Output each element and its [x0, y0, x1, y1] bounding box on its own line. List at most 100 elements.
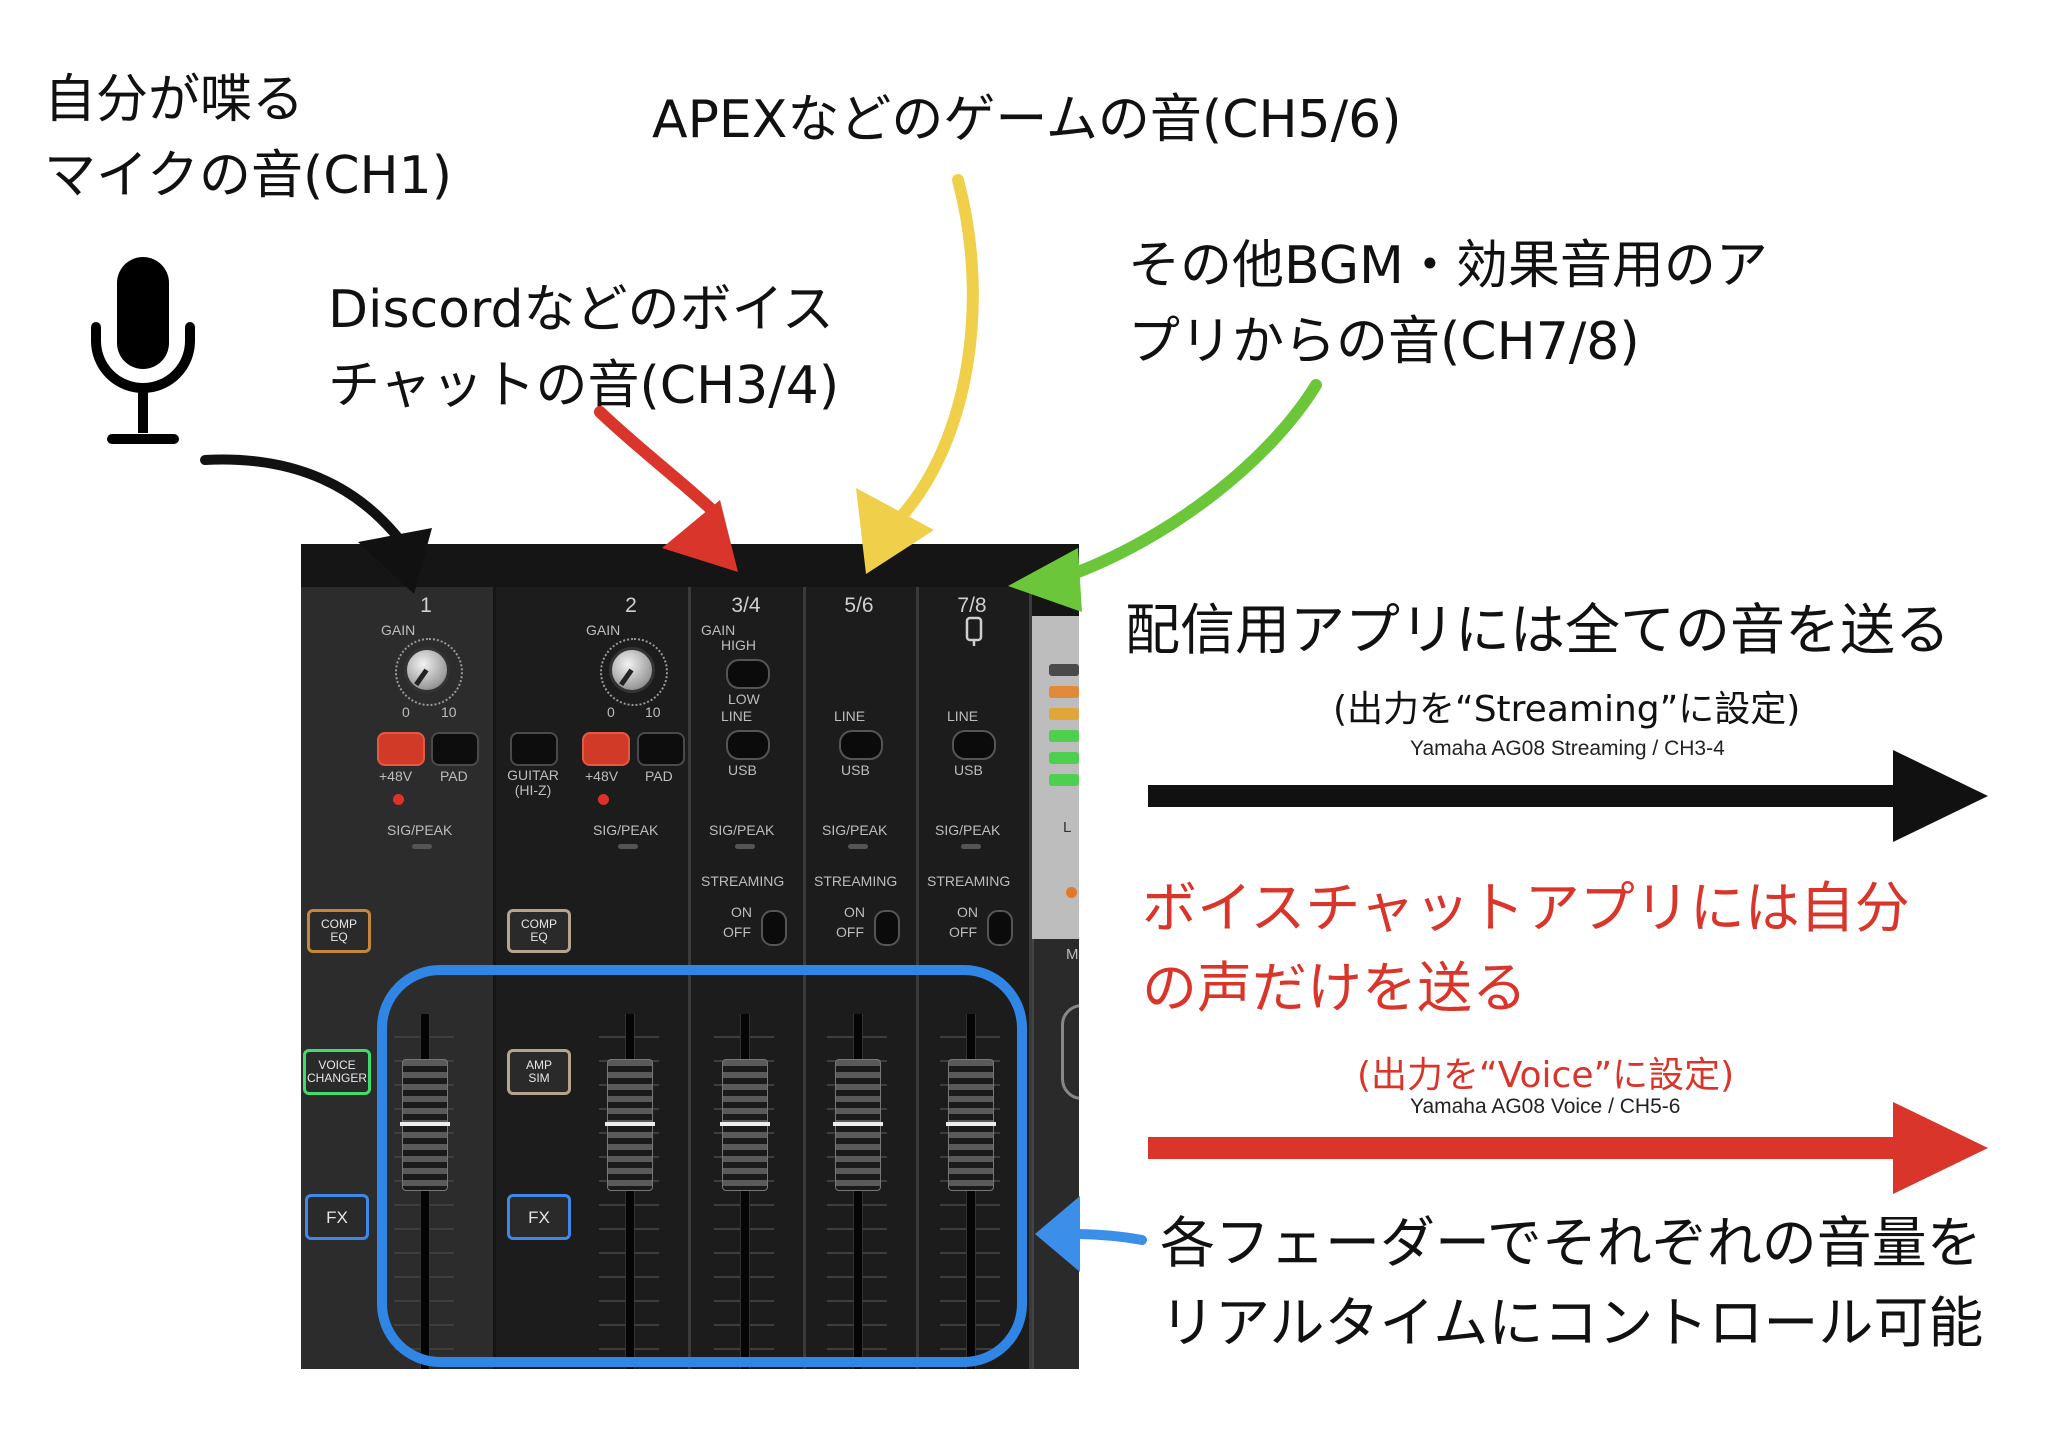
comp-eq-line1: COMP	[521, 917, 557, 931]
arrow-voice-output-head	[1893, 1102, 1988, 1194]
phantom-label-ch2: +48V	[585, 768, 619, 784]
comp-eq-line1: COMP	[321, 917, 357, 931]
faders-annotation-line2: リアルタイムにコントロール可能	[1160, 1291, 1984, 1355]
gain-min-ch2: 0	[607, 704, 615, 720]
source-switch-ch56[interactable]	[839, 730, 883, 760]
fader-track-ch56	[853, 1014, 863, 1369]
fader-ch34[interactable]	[720, 1059, 770, 1191]
sig-peak-led-ch1	[412, 844, 432, 849]
meter-led	[1049, 752, 1079, 764]
meter-led	[1049, 708, 1079, 720]
fader-highlight	[377, 965, 1027, 1367]
microphone-icon	[91, 257, 195, 444]
gain-switch-ch34[interactable]	[726, 659, 770, 689]
pad-button-ch2[interactable]	[637, 732, 685, 766]
guitar-button-ch2[interactable]	[510, 732, 558, 766]
line-label-ch78: LINE	[947, 708, 979, 724]
phantom-button-ch1[interactable]	[377, 732, 425, 766]
gain-high-label: HIGH	[721, 637, 756, 653]
arrow-game-to-ch56-head	[856, 488, 934, 574]
fader-ch1[interactable]	[400, 1059, 450, 1191]
divider	[803, 587, 806, 1369]
pad-label-ch2: PAD	[645, 768, 673, 784]
voice-title-line2: の声だけを送る	[1142, 956, 1528, 1020]
meter-led	[1049, 686, 1079, 698]
arrow-faders-note-head	[1035, 1196, 1080, 1272]
sig-peak-label-ch78: SIG/PEAK	[935, 822, 1001, 838]
sig-peak-label-ch1: SIG/PEAK	[387, 822, 453, 838]
guitar-label-line2: (HI-Z)	[514, 782, 552, 798]
amp-sim-line1: AMP	[525, 1058, 552, 1072]
voice-device: Yamaha AG08 Voice / CH5-6	[1410, 1095, 1681, 1118]
streaming-label-ch34: STREAMING	[701, 873, 785, 889]
meter-led	[1049, 730, 1079, 742]
game-annotation: APEXなどのゲームの音(CH5/6)	[652, 90, 1402, 150]
off-label-ch34: OFF	[723, 924, 751, 940]
arrow-faders-note	[1067, 1229, 1147, 1245]
arrow-voicechat-to-ch34	[594, 406, 718, 516]
bgm-annotation-line1: その他BGM・効果音用のア	[1128, 236, 1768, 296]
off-label-ch78: OFF	[949, 924, 977, 940]
streaming-switch-ch78[interactable]	[987, 910, 1013, 946]
divider	[916, 587, 919, 1369]
fader-track-ch34	[740, 1014, 750, 1369]
arrow-streaming-output	[1148, 785, 1908, 807]
source-switch-ch34[interactable]	[726, 730, 770, 760]
mixer-panel: L M 1 2 3/4 5/6 7/8 GAIN 0 10 +48V PAD S…	[301, 544, 1079, 1369]
line-label-ch56: LINE	[834, 708, 866, 724]
meter-led	[1049, 664, 1079, 676]
fader-ch2[interactable]	[605, 1059, 655, 1191]
arrow-mic-to-ch1-head	[358, 528, 432, 594]
streaming-switch-ch56[interactable]	[874, 910, 900, 946]
gain-knob-ch2[interactable]	[609, 647, 655, 693]
streaming-switch-ch34[interactable]	[761, 910, 787, 946]
on-label-ch78: ON	[957, 904, 978, 920]
channel-label-56: 5/6	[844, 594, 874, 617]
phantom-led-ch2	[598, 794, 609, 805]
usb-label-ch34: USB	[728, 762, 757, 778]
voice-title: ボイスチャットアプリには自分 の声だけを送る	[1142, 868, 1910, 1028]
gain-max-ch2: 10	[645, 704, 661, 720]
comp-eq-line2: EQ	[330, 930, 348, 944]
fader-ch78[interactable]	[946, 1059, 996, 1191]
sig-peak-led-ch2	[618, 844, 638, 849]
on-label-ch34: ON	[731, 904, 752, 920]
pad-label-ch1: PAD	[440, 768, 468, 784]
fader-track-ch2	[625, 1014, 635, 1369]
voicechat-annotation: Discordなどのボイス チャットの音(CH3/4)	[328, 272, 839, 424]
gain-scale-ch2	[600, 638, 668, 706]
phantom-button-ch2[interactable]	[582, 732, 630, 766]
sig-peak-label-ch56: SIG/PEAK	[822, 822, 888, 838]
source-switch-ch78[interactable]	[952, 730, 996, 760]
mic-annotation-line1: 自分が喋る	[44, 70, 305, 130]
off-label-ch56: OFF	[836, 924, 864, 940]
amp-sim-line2: SIM	[528, 1071, 550, 1085]
fx-button-ch2[interactable]: FX	[507, 1194, 571, 1240]
gain-knob-ch1[interactable]	[404, 647, 450, 693]
guitar-label-ch2: GUITAR (HI-Z)	[503, 768, 563, 798]
gain-max-ch1: 10	[441, 704, 457, 720]
streaming-device: Yamaha AG08 Streaming / CH3-4	[1410, 737, 1725, 760]
meter-led	[1049, 774, 1079, 786]
mic-annotation: 自分が喋る マイクの音(CH1)	[44, 62, 452, 214]
sig-peak-led-ch34	[735, 844, 755, 849]
voice-title-line1: ボイスチャットアプリには自分	[1142, 876, 1910, 940]
arrow-streaming-output-head	[1893, 750, 1988, 842]
faders-annotation: 各フェーダーでそれぞれの音量を リアルタイムにコントロール可能	[1160, 1203, 1983, 1363]
gain-label-ch2: GAIN	[586, 622, 621, 638]
comp-eq-line2: EQ	[530, 930, 548, 944]
on-label-ch56: ON	[844, 904, 865, 920]
divider	[1029, 587, 1032, 1369]
arrow-voice-output	[1148, 1137, 1908, 1159]
fader-ch56[interactable]	[833, 1059, 883, 1191]
fx-button-ch1[interactable]: FX	[305, 1194, 369, 1240]
bgm-annotation: その他BGM・効果音用のア プリからの音(CH7/8)	[1128, 228, 1768, 380]
channel-label-1: 1	[420, 594, 432, 617]
arrow-mic-to-ch1	[200, 454, 405, 545]
pad-button-ch1[interactable]	[431, 732, 479, 766]
